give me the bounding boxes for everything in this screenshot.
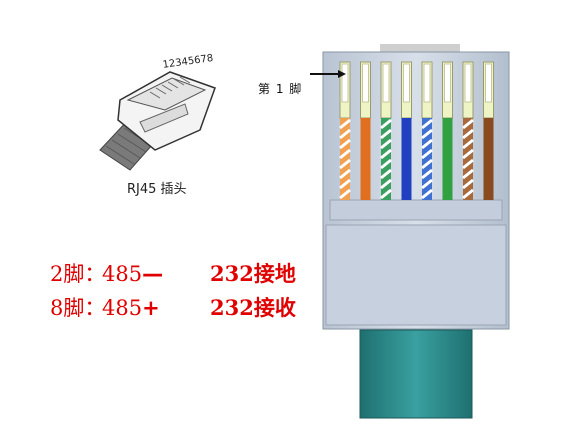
- small-plug-clip: [139, 103, 189, 133]
- small-plug-top: [126, 77, 207, 111]
- pin8-232: 232接收: [210, 295, 296, 320]
- wire-stripe-7: [462, 178, 474, 190]
- large-plug: [322, 44, 510, 419]
- wire-stripe-7: [462, 188, 474, 200]
- pin-6: [442, 118, 453, 200]
- wire-stripe-7: [462, 128, 474, 140]
- pin-8: [483, 118, 494, 200]
- pin8-note: 8脚：485+232接收: [50, 292, 296, 322]
- wire-stripe-3: [380, 138, 392, 150]
- plug-wires: [339, 118, 494, 200]
- plug-lower-body: [325, 224, 507, 326]
- pin-1: [339, 118, 351, 200]
- wire-7: [463, 118, 473, 200]
- wire-8: [483, 118, 494, 200]
- wire-stripe-1: [339, 148, 351, 160]
- pin-blade-4: [403, 63, 410, 103]
- small-plug-illustration: [99, 71, 216, 171]
- plug-latch-band: [329, 199, 503, 221]
- pin8-label: 8脚：: [50, 296, 106, 320]
- wire-stripe-7: [462, 148, 474, 160]
- wire-stripe-5: [421, 158, 433, 170]
- wire-stripe-5: [421, 168, 433, 180]
- wire-stripe-7: [462, 118, 474, 130]
- plug-caption: RJ45 插头: [127, 182, 187, 197]
- pin-blade-7: [464, 63, 472, 103]
- wire-stripe-1: [339, 118, 351, 130]
- pin-blade-2: [362, 63, 369, 103]
- pin-blade-6: [444, 63, 451, 103]
- pin-5: [421, 118, 433, 200]
- wire-stripe-1: [339, 138, 351, 150]
- wire-stripe-1: [339, 128, 351, 140]
- pin1-pointer-arrow: [338, 70, 346, 78]
- pin8-485-symbol: +: [142, 296, 160, 320]
- pin-blade-5: [423, 63, 431, 103]
- wire-stripe-7: [462, 168, 474, 180]
- wire-stripe-3: [380, 128, 392, 140]
- pin2-232: 232接地: [210, 261, 296, 286]
- wire-stripe-7: [462, 138, 474, 150]
- wire-stripe-5: [421, 188, 433, 200]
- pin-blade-8: [485, 63, 492, 103]
- pin2-note: 2脚：485—232接地: [50, 258, 296, 288]
- pin8-485-value: 485: [102, 296, 143, 320]
- small-plug-contacts: [149, 76, 191, 99]
- wire-stripe-3: [380, 148, 392, 160]
- pin-blade-3: [382, 63, 390, 103]
- pin8-485: 485+: [102, 296, 210, 320]
- wire-5: [422, 118, 432, 200]
- pin2-485-value: 485: [102, 262, 143, 286]
- wire-4: [401, 118, 412, 200]
- wire-stripe-3: [380, 168, 392, 180]
- pin2-485-symbol: —: [142, 262, 164, 286]
- pin-7: [462, 118, 474, 200]
- wire-stripe-3: [380, 188, 392, 200]
- wire-stripe-5: [421, 148, 433, 160]
- wire-1: [340, 118, 350, 200]
- wire-stripe-7: [462, 158, 474, 170]
- plug-top-tab: [380, 44, 460, 52]
- pin2-485: 485—: [102, 262, 210, 286]
- pin-2: [360, 118, 371, 200]
- wire-3: [381, 118, 391, 200]
- wire-2: [360, 118, 371, 200]
- wire-stripe-5: [421, 178, 433, 190]
- wire-stripe-3: [380, 178, 392, 190]
- pin-blade-1: [341, 63, 349, 103]
- wire-stripe-3: [380, 158, 392, 170]
- pin2-label: 2脚：: [50, 262, 106, 286]
- wire-stripe-1: [339, 158, 351, 170]
- plug-cable: [359, 329, 473, 419]
- wire-stripe-1: [339, 188, 351, 200]
- first-pin-label: 第 1 脚: [258, 82, 303, 96]
- wire-stripe-1: [339, 178, 351, 190]
- wire-stripe-5: [421, 118, 433, 130]
- wire-6: [442, 118, 453, 200]
- wire-stripe-3: [380, 118, 392, 130]
- pin-3: [380, 118, 392, 200]
- pin-4: [401, 118, 412, 200]
- wire-stripe-5: [421, 138, 433, 150]
- wire-stripe-1: [339, 168, 351, 180]
- wire-stripe-5: [421, 128, 433, 140]
